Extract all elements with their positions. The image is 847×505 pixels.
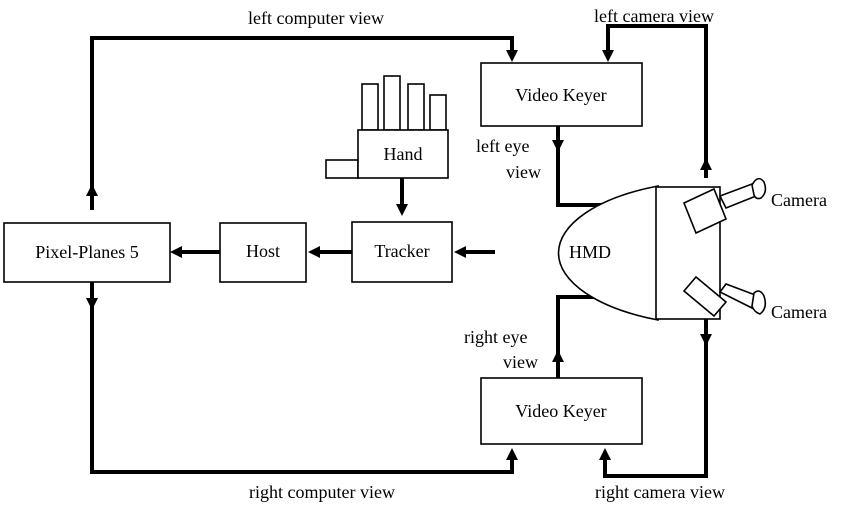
video-keyer-top-label: Video Keyer — [515, 85, 606, 105]
video-keyer-bottom: Video Keyer — [480, 377, 643, 445]
camera-bottom-icon — [682, 275, 767, 318]
arrowhead — [506, 448, 518, 460]
camera-body — [682, 275, 728, 318]
camera-top-icon — [682, 177, 767, 235]
arrowhead — [700, 334, 712, 346]
camera-lens-hood — [751, 177, 767, 200]
arrowhead — [599, 448, 611, 460]
arrowhead — [308, 246, 320, 258]
left-eye-view-label-line2: view — [506, 162, 541, 182]
arrowhead — [170, 246, 182, 258]
video-keyer-bottom-label: Video Keyer — [515, 401, 606, 421]
arrowhead — [86, 184, 98, 196]
arrowhead — [86, 298, 98, 310]
tracker-label: Tracker — [374, 241, 429, 261]
tracker-box — [351, 221, 453, 283]
left-eye-view-label-line1: left eye — [476, 136, 529, 156]
camera-bottom-label: Camera — [771, 302, 827, 322]
camera-top-label: Camera — [771, 190, 827, 210]
arrowhead — [700, 158, 712, 170]
arrowhead — [396, 204, 408, 216]
hand-label: Hand — [384, 144, 423, 164]
arrowhead — [602, 50, 614, 62]
pixel-planes-5-box — [3, 222, 171, 283]
right-camera-view-line — [603, 308, 708, 478]
hand-thumb — [325, 159, 359, 179]
video-keyer-bottom-box — [480, 377, 643, 445]
host-label: Host — [246, 241, 280, 261]
arrowhead — [454, 246, 466, 258]
right-camera-view-label: right camera view — [595, 482, 725, 502]
hand-palm — [357, 129, 449, 179]
connection-labels: left computer view left camera view righ… — [248, 6, 725, 502]
right-eye-view-label-line2: view — [503, 352, 538, 372]
left-camera-view-label: left camera view — [594, 6, 714, 26]
right-computer-view-line — [90, 282, 514, 474]
tracker: Tracker — [351, 221, 453, 283]
left-computer-view-label: left computer view — [248, 8, 384, 28]
hand-finger — [383, 75, 401, 131]
host: Host — [219, 222, 307, 283]
camera-lens-hood — [751, 290, 767, 315]
hand-finger — [407, 83, 425, 131]
left-camera-view-line — [606, 24, 708, 178]
right-eye-view-label-line1: right eye — [464, 327, 527, 347]
left-computer-view-line — [90, 36, 514, 210]
video-keyer-top-box — [480, 62, 643, 127]
pixel-planes-5: Pixel-Planes 5 — [3, 222, 171, 283]
hmd: HMD — [557, 185, 721, 321]
camera-lens — [718, 182, 757, 210]
arrowhead — [552, 140, 564, 152]
arrowhead — [552, 350, 564, 362]
camera-body — [682, 187, 728, 235]
hand-finger — [429, 94, 447, 131]
host-box — [219, 222, 307, 283]
hand-block: Hand — [325, 75, 449, 179]
hmd-label: HMD — [569, 242, 611, 262]
video-keyer-top: Video Keyer — [480, 62, 643, 127]
hmd-shape — [557, 185, 659, 321]
pixel-planes-5-label: Pixel-Planes 5 — [35, 242, 139, 262]
arrowhead — [506, 50, 518, 62]
hand-finger — [361, 83, 379, 131]
right-computer-view-label: right computer view — [249, 482, 395, 502]
